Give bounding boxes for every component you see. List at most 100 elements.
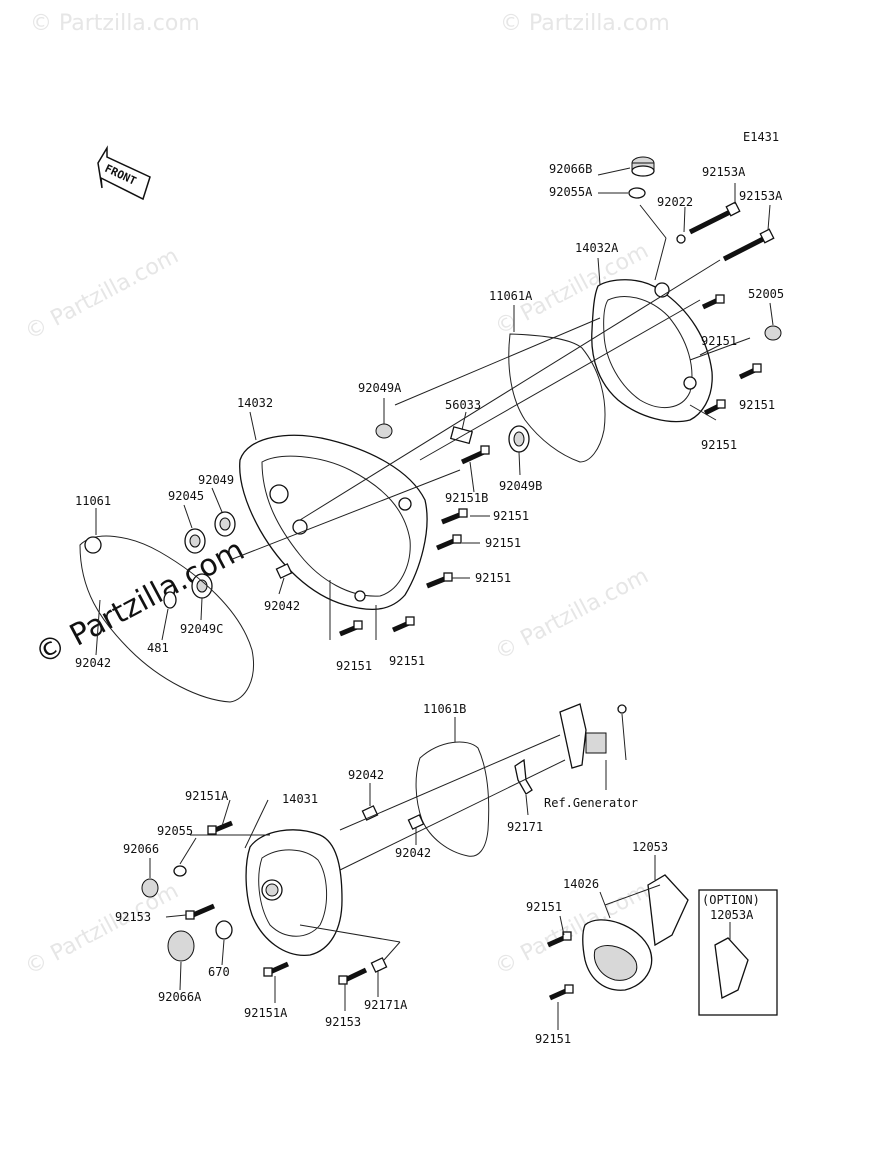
part-label: 92049B [499, 479, 542, 493]
gasket-11061b-part [415, 741, 490, 857]
o-ring-92055-part [173, 865, 187, 877]
part-label: 670 [208, 965, 230, 979]
part-label: 56033 [445, 398, 481, 412]
part-label: 11061B [423, 702, 466, 716]
leader-lines-upper [95, 167, 774, 656]
watermark-text: © Partzilla.com [500, 11, 670, 36]
cap-52005-part [764, 325, 782, 341]
part-label: 92151 [389, 654, 425, 668]
long-bolt-part [688, 201, 741, 235]
part-label: 11061A [489, 289, 533, 303]
crankcase-cover-part [239, 434, 428, 610]
generator-cover-part [245, 829, 343, 956]
ref-generator-note: Ref.Generator [544, 796, 638, 810]
leader-lines-lower [149, 713, 731, 1030]
part-label: 92151A [244, 1006, 288, 1020]
option-title: (OPTION) [702, 893, 760, 907]
part-label: 92049C [180, 622, 223, 636]
circlip-481-part [163, 591, 177, 609]
bearing-92049-part [214, 511, 236, 537]
part-label: 92055A [549, 185, 593, 199]
part-label: 92042 [348, 768, 384, 782]
plug-92066a-part [167, 930, 195, 962]
o-ring-670-part [215, 920, 233, 940]
part-label: 92066 [123, 842, 159, 856]
part-label: 92049A [358, 381, 402, 395]
watermark-text: © Partzilla.com [21, 879, 183, 981]
bolt-92153-part [338, 967, 368, 985]
part-label: 14032 [237, 396, 273, 410]
part-label: 11061 [75, 494, 111, 508]
part-label: 52005 [748, 287, 784, 301]
o-ring-part [628, 187, 646, 199]
part-label: 92045 [168, 489, 204, 503]
part-label: 14031 [282, 792, 318, 806]
part-label: 12053 [632, 840, 668, 854]
seal-92049c-part [191, 573, 213, 599]
small-bolt-part [391, 616, 415, 633]
bolt-92153-part [185, 903, 215, 920]
plug-92066-part [141, 878, 159, 898]
bolt-92151-lower-part [548, 984, 574, 1001]
seal-92049b-part [508, 425, 530, 453]
dowel-pin-part [275, 563, 293, 579]
part-label: 481 [147, 641, 169, 655]
watermark-text-main: © Partzilla.com [29, 532, 250, 672]
dowel-pin-part [407, 814, 425, 830]
diagram-code: E1431 [743, 130, 779, 144]
bolt-92151b-part [460, 445, 490, 465]
small-bolt-part [436, 534, 462, 551]
part-label: 92151 [701, 334, 737, 348]
sprocket-cover-part [582, 874, 689, 991]
part-label: 92151 [485, 536, 521, 550]
generator-ref-part [559, 703, 627, 769]
clutch-cover-part [591, 279, 713, 423]
washer-part [676, 234, 686, 244]
watermark-text: © Partzilla.com [21, 244, 183, 346]
bracket-92171-part [514, 758, 533, 795]
dowel-pin-part [361, 805, 379, 821]
part-label: 14026 [563, 877, 599, 891]
part-label: 92151 [526, 900, 562, 914]
part-label: 92153 [325, 1015, 361, 1029]
small-bolt-part [339, 620, 363, 637]
bolt-92151a-part [207, 820, 233, 835]
part-label: 14032A [575, 241, 619, 255]
part-label: 92042 [75, 656, 111, 670]
small-bolt-part [703, 399, 726, 416]
watermark-text: © Partzilla.com [491, 564, 653, 666]
small-bolt-part [426, 572, 453, 589]
gasket-11061a-part [508, 333, 606, 463]
part-label: 92171 [507, 820, 543, 834]
part-label: 92055 [157, 824, 193, 838]
part-label: 92153 [115, 910, 151, 924]
part-label: 92151B [445, 491, 488, 505]
part-label: 92151A [185, 789, 229, 803]
part-label: 92151 [475, 571, 511, 585]
part-label: 92066B [549, 162, 592, 176]
part-label: 92151 [535, 1032, 571, 1046]
front-arrow-icon: FRONT [97, 145, 151, 201]
bolt-92151-lower-part [546, 931, 572, 948]
small-bolt-part [701, 294, 725, 310]
part-label: 92153A [702, 165, 746, 179]
bolt-92151a-part [263, 961, 290, 977]
part-label: 92042 [395, 846, 431, 860]
part-label: 92171A [364, 998, 408, 1012]
part-label: 92022 [657, 195, 693, 209]
part-labels: 92066B 92055A 92022 92153A 92153A 14032A… [75, 162, 784, 1046]
part-label: 92066A [158, 990, 202, 1004]
part-label: 92151 [739, 398, 775, 412]
part-label: 92151 [336, 659, 372, 673]
long-bolt-part [722, 228, 775, 262]
part-label: 92042 [264, 599, 300, 613]
bearing-92045-part [184, 528, 206, 554]
small-bolt-part [441, 508, 468, 525]
part-label: 92049 [198, 473, 234, 487]
option-box: (OPTION) 12053A [698, 889, 778, 1016]
option-part-label: 12053A [710, 908, 754, 922]
seal-92049a-part [375, 423, 393, 439]
part-label: 92151 [701, 438, 737, 452]
filler-cap-part [631, 156, 655, 177]
